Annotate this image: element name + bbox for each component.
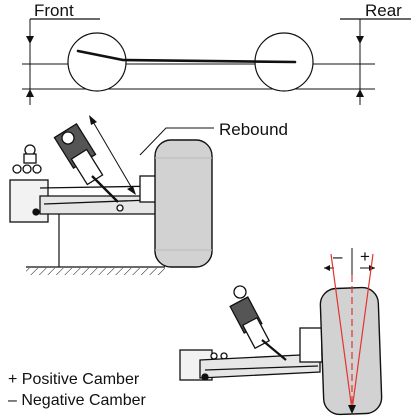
front-label: Front xyxy=(34,1,74,20)
legend-positive-camber: + Positive Camber xyxy=(8,371,140,388)
rebound-view: Rebound xyxy=(9,115,288,275)
camber-chassis xyxy=(179,285,337,381)
rebound-arrow-up-icon xyxy=(89,115,97,125)
camber-minus-sign: – xyxy=(333,247,343,266)
camber-minus-arrow-icon xyxy=(324,265,330,271)
camber-plus-sign: + xyxy=(360,247,370,266)
rebound-leader-line xyxy=(139,127,214,156)
rebound-travel-line xyxy=(91,119,134,191)
camber-view: – + xyxy=(179,247,383,416)
chassis-line xyxy=(76,49,297,64)
front-arrow-up-icon xyxy=(26,89,34,97)
front-wheel-outline xyxy=(67,32,127,92)
camber-wheel xyxy=(319,286,383,416)
ride-height-side-view: Front Rear xyxy=(22,1,411,105)
rear-label: Rear xyxy=(365,1,402,20)
camber-pivot-arrow-icon xyxy=(348,405,356,414)
camber-positive-line xyxy=(351,253,374,411)
rebound-shock-absorber xyxy=(53,122,119,203)
rear-arrow-up-icon xyxy=(356,89,364,97)
rebound-chassis xyxy=(9,144,171,223)
rear-arrow-down-icon xyxy=(356,36,364,44)
front-arrow-down-icon xyxy=(26,36,34,44)
ground-hatch xyxy=(26,268,165,275)
rebound-arrow-down-icon xyxy=(127,186,136,195)
rebound-wheel xyxy=(154,139,213,268)
legend-negative-camber: – Negative Camber xyxy=(8,392,146,409)
camber-negative-line xyxy=(330,253,353,411)
rebound-label: Rebound xyxy=(219,120,288,139)
